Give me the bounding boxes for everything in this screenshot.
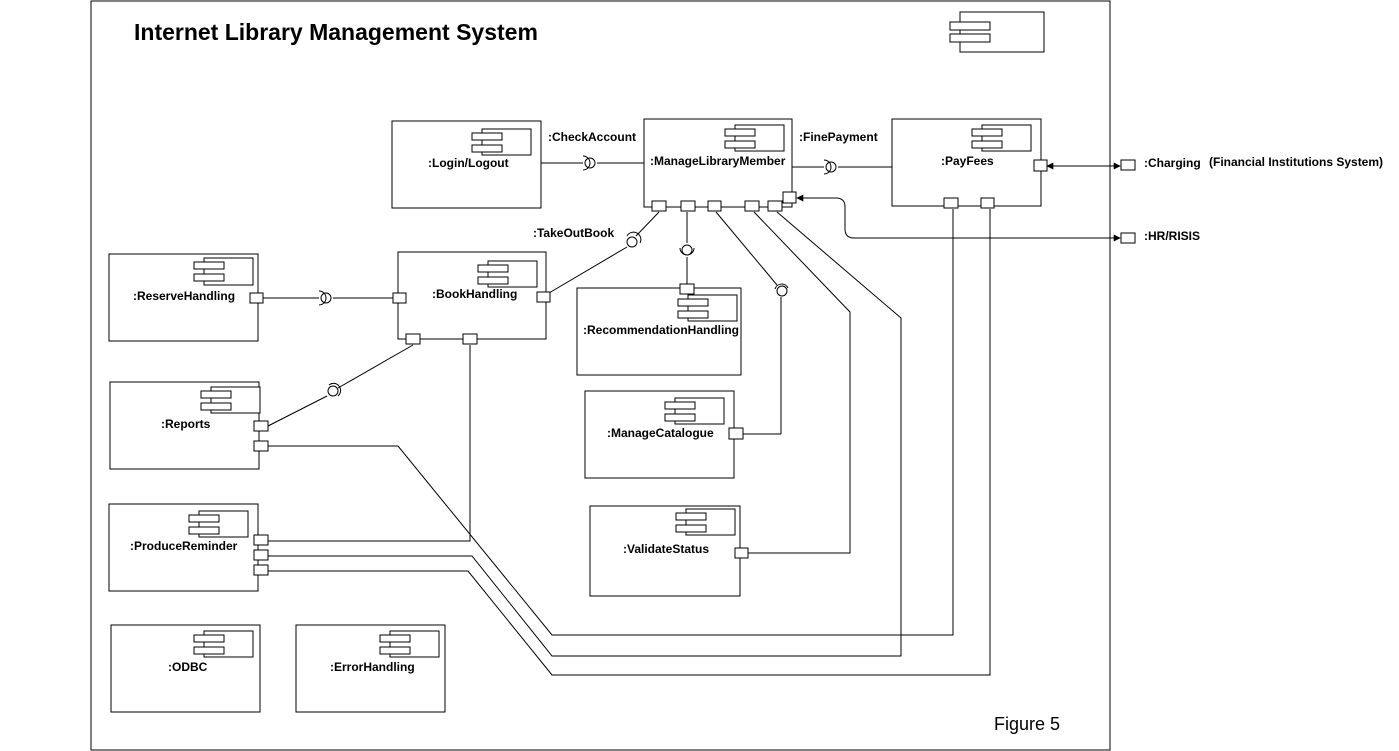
- component-reports: :Reports: [109, 381, 261, 470]
- interface-label-fine-payment: :FinePayment: [799, 130, 878, 144]
- component-recommendation-handling: :RecommendationHandling: [576, 287, 742, 376]
- component-manage-catalogue: :ManageCatalogue: [584, 390, 735, 479]
- interface-sockets: [318, 155, 837, 397]
- interface-label-check-account: :CheckAccount: [548, 130, 636, 144]
- component-label: :Login/Logout: [428, 156, 509, 170]
- connectors: [263, 162, 1121, 676]
- component-label: :ODBC: [168, 660, 208, 674]
- component-label: :Reports: [161, 417, 211, 431]
- external-port-hr-risis: :HR/RISIS: [1144, 229, 1200, 243]
- interface-label-take-out-book: :TakeOutBook: [533, 226, 614, 240]
- component-label: :PayFees: [941, 154, 994, 168]
- component-login-logout: :Login/Logout: [391, 120, 542, 209]
- component-pay-fees: :PayFees: [891, 118, 1042, 207]
- component-error-handling: :ErrorHandling: [295, 624, 446, 713]
- system-boundary: [90, 0, 1111, 751]
- component-label: :BookHandling: [432, 287, 517, 301]
- component-validate-status: :ValidateStatus: [589, 505, 741, 597]
- external-port-charging: :Charging: [1144, 156, 1201, 170]
- component-book-handling: :BookHandling: [397, 251, 547, 340]
- component-label: :RecommendationHandling: [583, 323, 739, 337]
- component-odbc: :ODBC: [110, 624, 261, 713]
- ports: [249, 159, 1136, 576]
- component-reserve-handling: :ReserveHandling: [108, 253, 259, 342]
- component-label: :ManageCatalogue: [607, 426, 714, 440]
- component-label: :ManageLibraryMember: [650, 154, 786, 168]
- component-produce-reminder: :ProduceReminder: [108, 503, 259, 592]
- component-label: :ProduceReminder: [130, 539, 238, 553]
- external-system-financial: (Financial Institutions System): [1209, 155, 1383, 169]
- figure-label: Figure 5: [994, 714, 1060, 734]
- diagram-title: Internet Library Management System: [134, 19, 538, 45]
- component-label: :ValidateStatus: [623, 542, 709, 556]
- component-manage-library-member: :ManageLibraryMember: [643, 118, 793, 208]
- component-label: :ErrorHandling: [330, 660, 415, 674]
- component-label: :ReserveHandling: [133, 289, 235, 303]
- component-stereotype-icon: [949, 11, 1045, 53]
